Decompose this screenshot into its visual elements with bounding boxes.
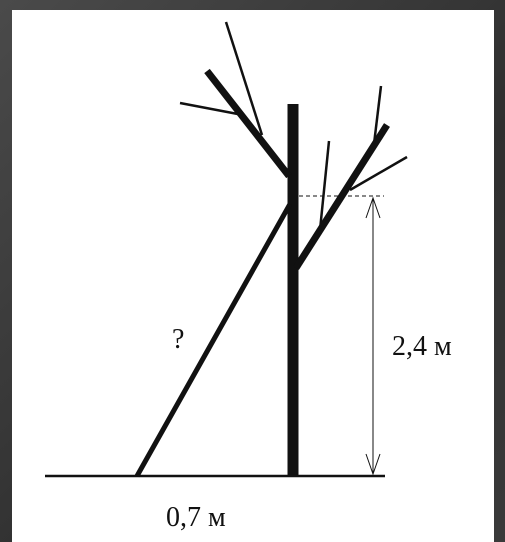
tree-branch-right-twig-inner <box>318 140 331 231</box>
tree-branch-left-twig-side <box>179 101 244 117</box>
tree-branch-right-twig-up <box>372 85 383 145</box>
tree-branch-left-main <box>204 68 292 179</box>
tree-branch-left-twig-up <box>224 21 264 136</box>
ladder-line <box>134 202 293 478</box>
height-arrow-top <box>365 196 381 219</box>
diagram-panel <box>12 10 494 542</box>
tree-branch-right-twig-side <box>349 155 408 192</box>
height-label: 2,4 м <box>392 331 452 362</box>
height-arrow-bottom <box>365 453 381 476</box>
base-label: 0,7 м <box>166 502 226 533</box>
ladder-question-label: ? <box>172 324 184 355</box>
